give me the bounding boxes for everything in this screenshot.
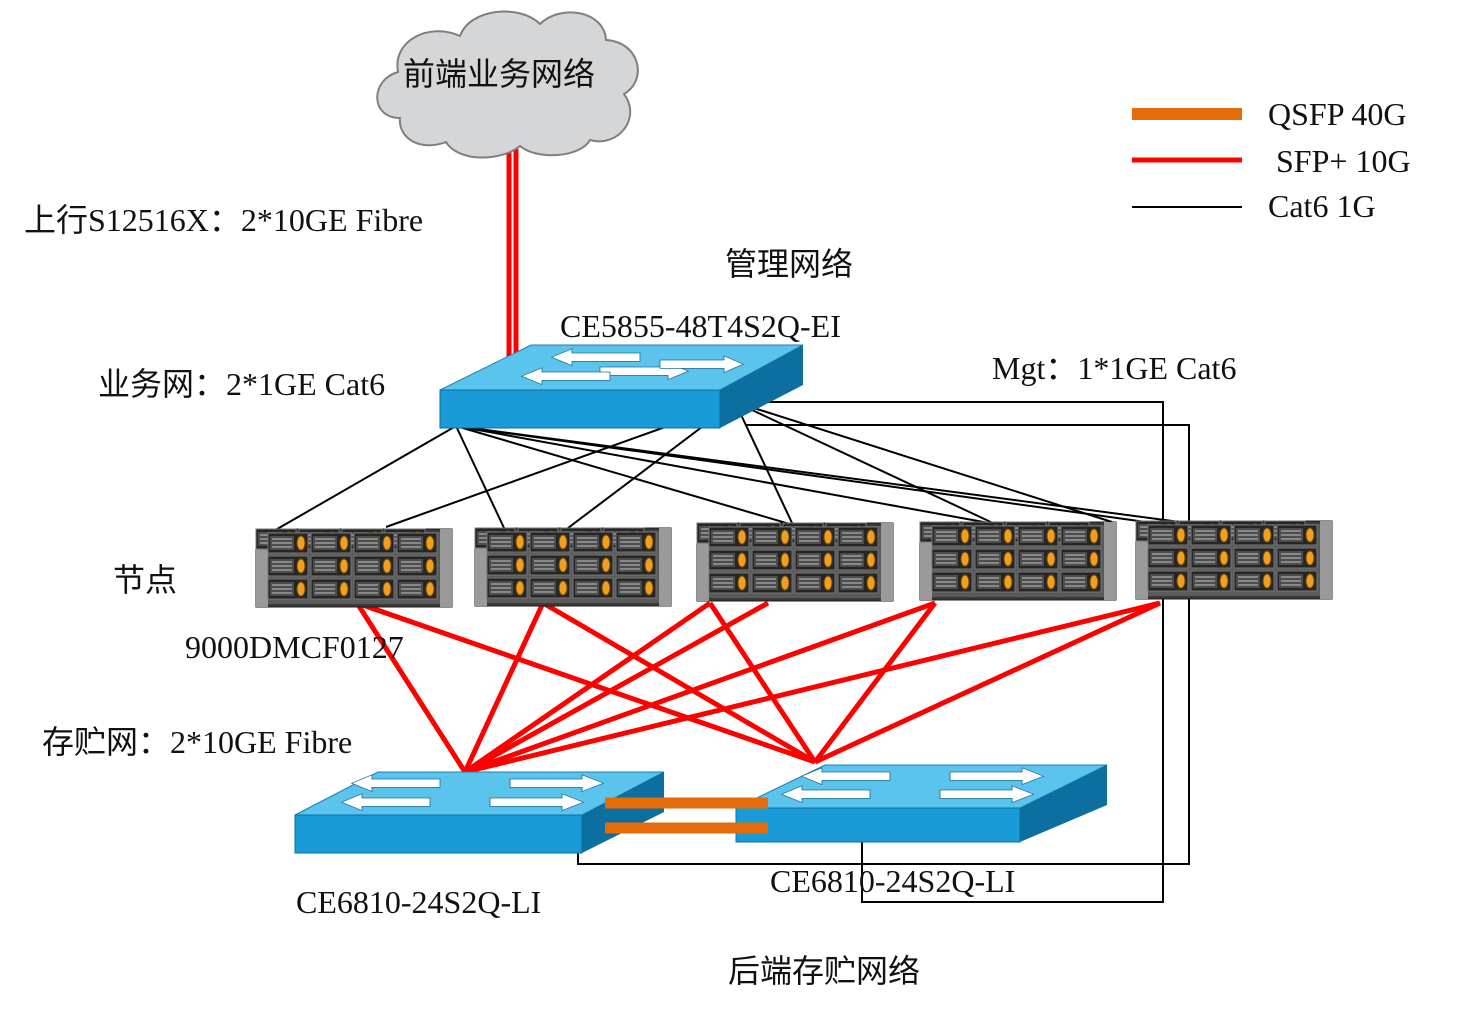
node-2 [475,528,671,606]
legend-swatches [1132,108,1242,208]
sfp-links [354,136,1162,775]
business-net-label: 业务网：2*1GE Cat6 [98,366,386,402]
cat6-links [271,401,1190,903]
node-5 [1136,521,1332,599]
qsfp-links [605,797,768,834]
node-1 [256,529,452,607]
frontend-cloud [376,10,639,159]
storage-switch-left-label: CE6810-24S2Q-LI [296,884,542,920]
storage-switch-left [294,771,665,854]
node-model-label: 9000DMCF0127 [185,629,404,665]
storage-switch-right-label: CE6810-24S2Q-LI [770,863,1016,899]
mgt-label: Mgt：1*1GE Cat6 [992,350,1237,386]
legend-cat6-label: Cat6 1G [1268,188,1376,224]
legend-qsfp-label: QSFP 40G [1268,96,1407,132]
cloud-label: 前端业务网络 [403,56,596,92]
storage-switch-right [735,764,1108,843]
mgmt-switch-model: CE5855-48T4S2Q-EI [560,308,841,344]
mgmt-switch [439,344,804,429]
storage-net-label: 存贮网：2*10GE Fibre [42,724,353,760]
node-3 [697,523,893,601]
nodes-label: 节点 [113,562,178,598]
backend-network-label: 后端存贮网络 [728,953,921,989]
legend-sfp-label: SFP+ 10G [1276,143,1411,179]
mgmt-network-label: 管理网络 [725,246,854,282]
uplink-label: 上行S12516X：2*10GE Fibre [24,202,424,238]
node-4 [920,522,1116,600]
